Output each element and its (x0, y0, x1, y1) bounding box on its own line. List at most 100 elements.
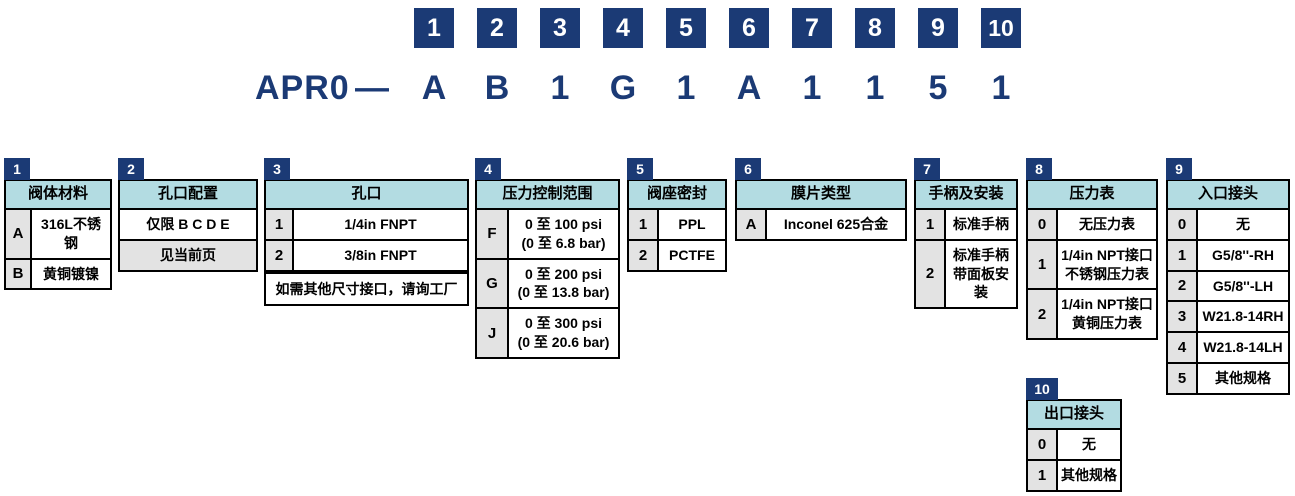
code-prefix: APR0 (255, 69, 350, 107)
option-value: 其他规格 (1215, 370, 1271, 387)
table-row[interactable]: 1 PPL (629, 209, 725, 241)
option-value: 0 至 100 psi(0 至 6.8 bar) (521, 215, 606, 251)
table-index-badge-7: 7 (914, 158, 940, 180)
option-code: 1 (266, 209, 294, 239)
table-header-9: 入口接头 (1168, 181, 1288, 210)
table-header-5: 阀座密封 (629, 181, 725, 210)
table-index-badge-9: 9 (1166, 158, 1192, 180)
code-char-2: B (484, 69, 510, 107)
option-code: 0 (1028, 429, 1058, 459)
code-char-4: G (609, 69, 637, 107)
option-value: 无 (1082, 435, 1096, 452)
position-badge-4: 4 (603, 8, 643, 48)
option-value: 仅限 B C D E (146, 215, 230, 232)
option-code: 2 (629, 240, 659, 270)
table-header-7: 手柄及安装 (916, 181, 1016, 210)
table-header-4: 压力控制范围 (477, 181, 618, 210)
option-code: 1 (629, 209, 659, 239)
option-value: 无 (1236, 215, 1250, 232)
table-header-8: 压力表 (1028, 181, 1156, 210)
table-index-badge-6: 6 (735, 158, 761, 180)
table-row[interactable]: 1 标准手柄 (916, 209, 1016, 241)
option-value: 1/4in FNPT (344, 215, 417, 232)
code-char-1: A (421, 69, 447, 107)
table-row[interactable]: A Inconel 625合金 (737, 209, 905, 239)
option-value: 标准手柄 (953, 215, 1009, 232)
option-code: 0 (1168, 209, 1198, 239)
position-badge-8: 8 (855, 8, 895, 48)
option-code: 3 (1168, 302, 1198, 332)
position-badge-9: 9 (918, 8, 958, 48)
table-index-badge-4: 4 (475, 158, 501, 180)
code-char-10: 1 (991, 69, 1011, 107)
table-index-badge-1: 1 (4, 158, 30, 180)
option-value: 1/4in NPT接口黄铜压力表 (1061, 296, 1153, 332)
option-value: 黄铜镀镍 (43, 265, 99, 282)
option-value: W21.8-14LH (1203, 339, 1283, 356)
table-row[interactable]: 仅限 B C D E (120, 210, 256, 241)
option-code: A (6, 209, 32, 258)
option-value: Inconel 625合金 (783, 215, 889, 232)
option-value: 0 至 300 psi(0 至 20.6 bar) (517, 315, 610, 351)
option-value: PPL (678, 215, 706, 232)
table-row[interactable]: 2 G5/8''-LH (1168, 271, 1288, 303)
code-char-7: 1 (802, 69, 822, 107)
table-row[interactable]: 1 1/4in FNPT (266, 209, 467, 241)
option-code: 1 (1028, 460, 1058, 490)
table-header-3: 孔口 (266, 181, 467, 210)
option-value: G5/8''-LH (1212, 277, 1274, 294)
table-index-badge-3: 3 (264, 158, 290, 180)
option-value: 1/4in NPT接口不锈钢压力表 (1061, 246, 1153, 282)
position-badge-6: 6 (729, 8, 769, 48)
option-code: A (737, 209, 767, 239)
option-value: 0 至 200 psi(0 至 13.8 bar) (517, 265, 610, 301)
table-index-badge-5: 5 (627, 158, 653, 180)
code-char-3: 1 (550, 69, 570, 107)
table-header-1: 阀体材料 (6, 181, 110, 210)
option-code: 1 (916, 209, 946, 239)
position-badge-7: 7 (792, 8, 832, 48)
option-code: 2 (266, 240, 294, 270)
position-badge-10: 10 (981, 8, 1021, 48)
code-char-8: 1 (865, 69, 885, 107)
option-code: J (477, 309, 509, 358)
table-row[interactable]: 2 3/8in FNPT (266, 240, 467, 272)
table-header-6: 膜片类型 (737, 181, 905, 210)
option-code: 2 (1168, 271, 1198, 301)
option-value: G5/8''-RH (1212, 246, 1274, 263)
position-badge-5: 5 (666, 8, 706, 48)
option-code: 0 (1028, 209, 1058, 239)
table-row[interactable]: 见当前页 (120, 240, 256, 270)
option-value: 3/8in FNPT (344, 246, 417, 263)
